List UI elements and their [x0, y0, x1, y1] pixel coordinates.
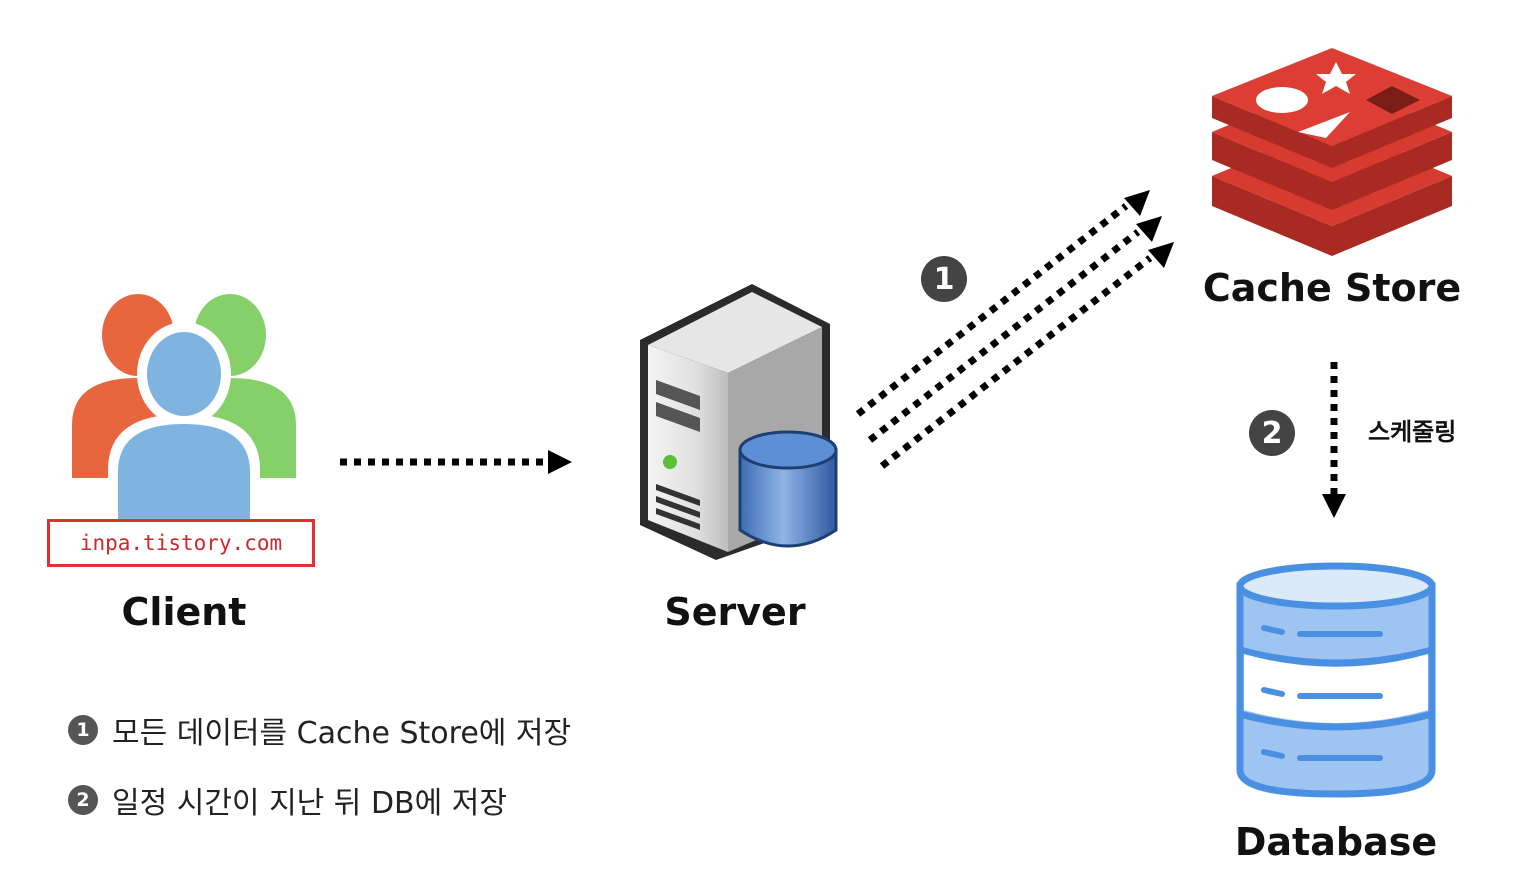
- cache-to-database-arrowhead: [1322, 494, 1346, 518]
- legend-text-2: 일정 시간이 지난 뒤 DB에 저장: [112, 786, 507, 821]
- watermark-box: inpa.tistory.com: [47, 519, 315, 567]
- server-label: Server: [664, 590, 806, 634]
- step-badge-1: 1: [921, 256, 967, 302]
- cache-store-icon: [1212, 48, 1452, 256]
- server-database-icon: [738, 430, 838, 548]
- legend-item-1: 1 모든 데이터를 Cache Store에 저장: [68, 708, 571, 752]
- database-label: Database: [1234, 820, 1438, 864]
- cache-store-label: Cache Store: [1202, 266, 1462, 310]
- step-badge-2-text: 2: [1261, 415, 1283, 451]
- client-label: Client: [121, 590, 247, 634]
- client-users-icon: [72, 294, 296, 522]
- server-icon: [640, 284, 838, 560]
- client-to-server-arrowhead: [548, 450, 572, 474]
- step-badge-1-text: 1: [933, 261, 955, 297]
- legend-number-2: 2: [68, 785, 98, 815]
- legend-item-2: 2 일정 시간이 지난 뒤 DB에 저장: [68, 778, 507, 822]
- legend-number-1: 1: [68, 715, 98, 745]
- redis-circle-shape: [1256, 87, 1308, 113]
- redis-star-shape: [1316, 62, 1356, 94]
- client-person-blue: [108, 322, 260, 522]
- redis-cube-shape: [1366, 86, 1420, 114]
- watermark-text: inpa.tistory.com: [79, 531, 283, 555]
- redis-triangle-shape: [1298, 112, 1350, 138]
- scheduling-label: 스케줄링: [1368, 418, 1457, 446]
- server-to-cache-arrows: [855, 190, 1174, 469]
- step-badge-2: 2: [1249, 410, 1295, 456]
- legend-text-1: 모든 데이터를 Cache Store에 저장: [112, 716, 572, 751]
- server-power-led: [663, 455, 677, 469]
- database-icon: [1236, 562, 1436, 798]
